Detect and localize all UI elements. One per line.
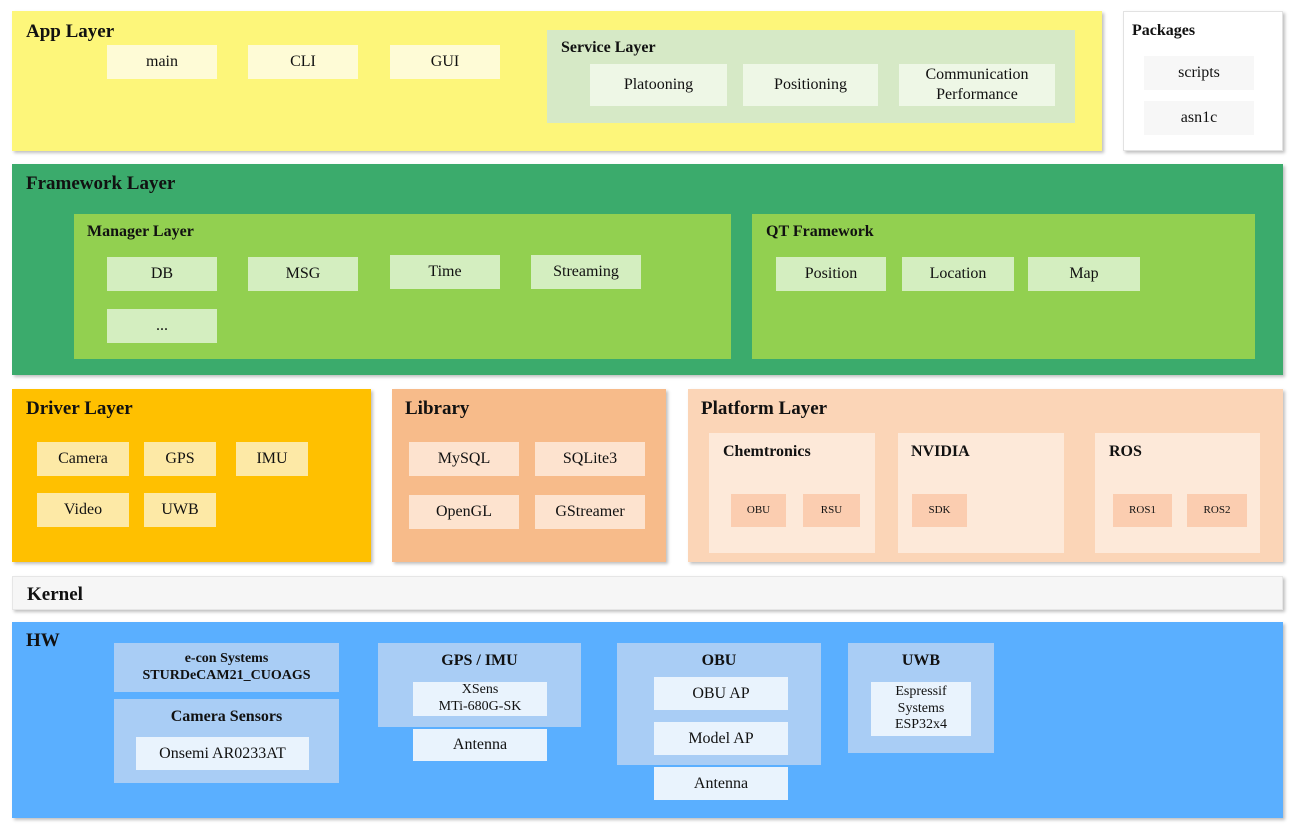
app-layer-title: App Layer xyxy=(26,21,115,42)
chemtronics-title: Chemtronics xyxy=(723,443,811,460)
library-item-opengl: OpenGL xyxy=(409,495,519,529)
manager-item-more: ... xyxy=(107,309,217,343)
gps-imu-antenna: Antenna xyxy=(413,729,547,761)
platform-layer: Platform Layer Chemtronics OBU RSU NVIDI… xyxy=(688,389,1283,562)
gps-imu: GPS / IMU XSens MTi-680G-SK xyxy=(378,643,581,727)
camera-sensor-onsemi: Onsemi AR0233AT xyxy=(136,737,309,770)
framework-layer: Framework Layer Manager Layer DB MSG Tim… xyxy=(12,164,1283,375)
ros-item-ros1: ROS1 xyxy=(1113,494,1172,527)
qt-item-location: Location xyxy=(902,257,1014,291)
platform-ros: ROS ROS1 ROS2 xyxy=(1095,433,1260,553)
manager-layer-title: Manager Layer xyxy=(87,223,194,240)
packages-panel: Packages scripts asn1c xyxy=(1123,11,1283,151)
nvidia-item-sdk: SDK xyxy=(912,494,967,527)
framework-layer-title: Framework Layer xyxy=(26,173,176,194)
service-item-communication-performance: Communication Performance xyxy=(899,64,1055,106)
driver-item-gps: GPS xyxy=(144,442,216,476)
driver-item-uwb: UWB xyxy=(144,493,216,527)
service-layer-title: Service Layer xyxy=(561,39,656,56)
library-item-sqlite3: SQLite3 xyxy=(535,442,645,476)
platform-layer-title: Platform Layer xyxy=(701,398,828,419)
manager-item-time: Time xyxy=(390,255,500,289)
econ-systems: e-con Systems STURDeCAM21_CUOAGS xyxy=(114,643,339,692)
obu-title: OBU xyxy=(701,652,737,669)
qt-item-position: Position xyxy=(776,257,886,291)
chemtronics-item-rsu: RSU xyxy=(803,494,860,527)
qt-framework: QT Framework Position Location Map xyxy=(752,214,1255,359)
driver-item-camera: Camera xyxy=(37,442,129,476)
app-item-cli: CLI xyxy=(248,45,358,79)
driver-item-video: Video xyxy=(37,493,129,527)
manager-item-msg: MSG xyxy=(248,257,358,291)
obu-item-model-ap: Model AP xyxy=(654,722,788,755)
manager-item-db: DB xyxy=(107,257,217,291)
qt-item-map: Map xyxy=(1028,257,1140,291)
library-layer: Library MySQL SQLite3 OpenGL GStreamer xyxy=(392,389,666,562)
driver-item-imu: IMU xyxy=(236,442,308,476)
gps-imu-xsens: XSens MTi-680G-SK xyxy=(413,682,547,716)
gps-imu-title: GPS / IMU xyxy=(441,652,518,669)
driver-layer: Driver Layer Camera GPS IMU Video UWB xyxy=(12,389,371,562)
platform-chemtronics: Chemtronics OBU RSU xyxy=(709,433,875,553)
obu-hw: OBU OBU AP Model AP xyxy=(617,643,821,765)
camera-sensors-title: Camera Sensors xyxy=(170,708,283,725)
obu-item-obu-ap: OBU AP xyxy=(654,677,788,710)
nvidia-title: NVIDIA xyxy=(911,443,970,460)
library-item-mysql: MySQL xyxy=(409,442,519,476)
app-item-main: main xyxy=(107,45,217,79)
service-item-positioning: Positioning xyxy=(743,64,878,106)
qt-framework-title: QT Framework xyxy=(766,223,874,240)
driver-layer-title: Driver Layer xyxy=(26,398,133,419)
service-item-platooning: Platooning xyxy=(590,64,727,106)
hw-title: HW xyxy=(26,630,60,651)
library-item-gstreamer: GStreamer xyxy=(535,495,645,529)
app-layer: App Layer main CLI GUI Service Layer Pla… xyxy=(12,11,1102,151)
ros-title: ROS xyxy=(1109,443,1142,460)
uwb-hw: UWB Espressif Systems ESP32x4 xyxy=(848,643,994,753)
chemtronics-item-obu: OBU xyxy=(731,494,786,527)
ros-item-ros2: ROS2 xyxy=(1187,494,1247,527)
platform-nvidia: NVIDIA SDK xyxy=(898,433,1064,553)
service-layer: Service Layer Platooning Positioning Com… xyxy=(547,30,1075,123)
camera-sensors: Camera Sensors Onsemi AR0233AT xyxy=(114,699,339,783)
library-title: Library xyxy=(405,398,470,419)
kernel-layer: Kernel xyxy=(12,576,1283,610)
manager-item-streaming: Streaming xyxy=(531,255,641,289)
obu-antenna: Antenna xyxy=(654,767,788,800)
package-item-asn1c: asn1c xyxy=(1144,101,1254,135)
app-item-gui: GUI xyxy=(390,45,500,79)
kernel-title: Kernel xyxy=(27,584,83,605)
uwb-title: UWB xyxy=(901,652,941,669)
uwb-item-espressif: Espressif Systems ESP32x4 xyxy=(871,682,971,736)
manager-layer: Manager Layer DB MSG Time Streaming ... xyxy=(74,214,731,359)
hw-layer: HW e-con Systems STURDeCAM21_CUOAGS Came… xyxy=(12,622,1283,818)
packages-title: Packages xyxy=(1132,22,1196,39)
package-item-scripts: scripts xyxy=(1144,56,1254,90)
